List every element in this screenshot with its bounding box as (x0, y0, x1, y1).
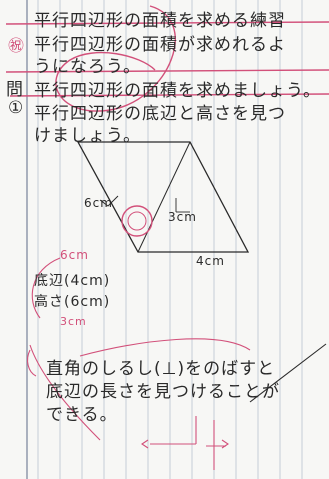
topic-line-2: 平行四辺形の面積が求めれるよ (34, 35, 286, 55)
topic-line-1: 平行四辺形の面積を求める練習 (34, 11, 286, 31)
question-line-1: 平行四辺形の面積を求めましょう。 (34, 81, 321, 101)
pink-arc-2 (29, 344, 101, 441)
base-note: 底辺(4cm) (34, 273, 111, 289)
pink-length-note: 6cm (60, 248, 89, 262)
bottom-diagram (141, 416, 229, 470)
question-line-3: けましょう。 (34, 126, 141, 146)
height-label: 3cm (168, 210, 197, 224)
bottom-line-1: 直角のしるし(⊥)をのばすと (46, 359, 276, 379)
bottom-line-3: できる。 (46, 405, 118, 425)
pink-arc (31, 257, 61, 319)
slant-label: 6cm (84, 196, 113, 210)
parallelogram (76, 141, 250, 253)
margin-mark-goal: ㊗ (8, 36, 26, 55)
bottom-line-2: 底辺の長さを見つけることが (46, 382, 280, 402)
topic-box (5, 21, 329, 97)
margin-mark-question: 問 (6, 80, 24, 100)
small-pink-note: 3cm (60, 315, 87, 328)
height-note: 高さ(6cm) (34, 294, 111, 310)
base-label: 4cm (196, 254, 225, 268)
bottom-left-mark (27, 349, 37, 377)
strike-line (249, 343, 327, 403)
bottom-curve (79, 338, 251, 357)
topic-line-3: うになろう。 (34, 57, 141, 77)
pink-loop (55, 5, 176, 112)
question-line-2: 平行四辺形の底辺と高さを見つ (34, 104, 286, 124)
ruled-lines (37, 0, 303, 479)
pink-circle (121, 205, 153, 237)
margin-mark-one: ① (8, 98, 25, 118)
